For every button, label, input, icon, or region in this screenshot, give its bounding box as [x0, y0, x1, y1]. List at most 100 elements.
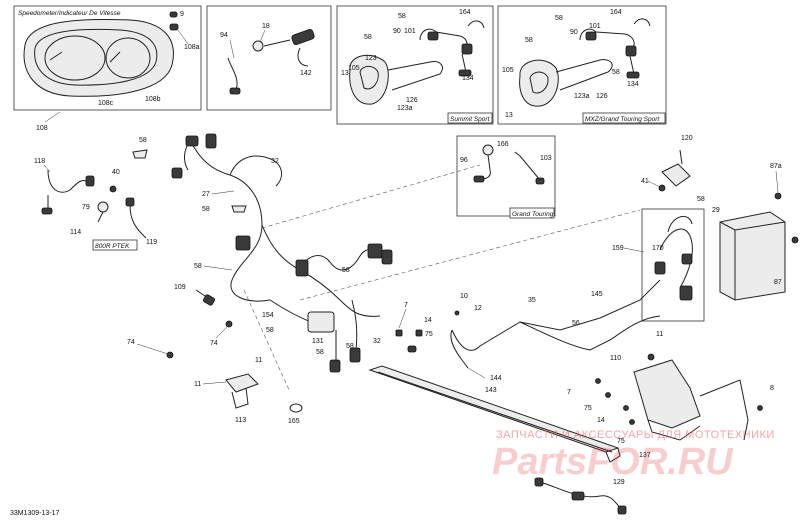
- grommet-58b-illustration: [231, 205, 247, 213]
- cap-165-illustration: [289, 403, 303, 413]
- callout-c58g: 58: [346, 343, 354, 350]
- watermark-logo: PartsFOR.RU: [492, 441, 734, 483]
- callout-m134: 134: [627, 81, 639, 88]
- callout-c56: 56: [572, 320, 580, 327]
- callout-c143: 143: [485, 387, 497, 394]
- switch-box: [206, 5, 332, 111]
- callout-g96: 96: [460, 157, 468, 164]
- callout-c32b: 32: [373, 338, 381, 345]
- callout-c154: 154: [262, 312, 274, 319]
- callout-s123: 123: [365, 55, 377, 62]
- callout-c74a: 74: [127, 339, 135, 346]
- callout-m101: 101: [589, 23, 601, 30]
- reference-line-1: [261, 164, 481, 229]
- mxz-handlebar-switch-illustration: [519, 18, 651, 107]
- callout-108c: 108c: [98, 100, 114, 107]
- callout-s164: 164: [459, 9, 471, 16]
- callout-c75b: 75: [584, 405, 592, 412]
- heat-strip-143-illustration: [368, 365, 621, 463]
- battery-illustration: [719, 192, 799, 301]
- callout-c87a: 87a: [770, 163, 782, 170]
- callout-s123a: 123a: [397, 105, 413, 112]
- callout-c131: 131: [312, 338, 324, 345]
- callout-c58r: 58: [697, 196, 705, 203]
- callout-94: 94: [220, 32, 228, 39]
- callout-c137: 137: [639, 452, 651, 459]
- callout-s58b: 58: [364, 34, 372, 41]
- nut-74a-illustration: [166, 351, 174, 359]
- ptek-label-frame: [92, 239, 138, 251]
- callout-c7a: 7: [404, 302, 408, 309]
- cable-129-illustration: [534, 477, 627, 515]
- callout-m13: 13: [505, 112, 513, 119]
- callout-c10: 10: [460, 293, 468, 300]
- watermark-line1: ЗАПЧАСТИ И АКСЕССУАРЫ ДЛЯ МОТОТЕХНИКИ: [496, 429, 775, 441]
- summit-box-label: Summit Sport: [450, 116, 491, 123]
- callout-c8: 8: [770, 385, 774, 392]
- connector-109-illustration: [195, 289, 215, 306]
- callout-9: 9: [180, 11, 184, 18]
- ptek-box-label: 800R PTEK: [95, 243, 130, 250]
- callout-c87: 87: [774, 279, 782, 286]
- callout-c12: 12: [474, 305, 482, 312]
- callout-c120: 120: [681, 135, 693, 142]
- callout-m123a: 123a: [574, 93, 590, 100]
- nut-74b-illustration: [225, 320, 233, 328]
- sensor-79-illustration: [97, 185, 147, 239]
- brake-switch-illustration: [227, 28, 315, 95]
- callout-m105: 105: [502, 67, 514, 74]
- mxz-label-frame: [582, 112, 666, 124]
- battery-harness-subbox: [641, 208, 705, 322]
- callout-c58f: 58: [316, 349, 324, 356]
- grand-touring-sensor-illustration: [473, 144, 545, 185]
- callout-s13: 13: [341, 70, 349, 77]
- callout-c118: 118: [34, 158, 45, 165]
- main-wiring-harness: [171, 133, 393, 373]
- callout-c58d: 58: [342, 267, 350, 274]
- callout-c113: 113: [235, 417, 246, 424]
- callout-c159: 159: [612, 245, 624, 252]
- callout-108b: 108b: [145, 96, 161, 103]
- callout-s58a: 58: [398, 13, 406, 20]
- grand-touring-label-frame: [509, 207, 555, 219]
- grand-touring-box-label: Grand Touring: [512, 211, 554, 218]
- reference-line-2: [243, 289, 291, 393]
- callout-c79: 79: [82, 204, 90, 211]
- callout-c29: 29: [712, 207, 720, 214]
- screw-10-illustration: [454, 310, 460, 316]
- callout-c14a: 14: [424, 317, 432, 324]
- callout-c119: 119: [146, 239, 157, 246]
- callout-c11c: 11: [656, 331, 663, 338]
- callout-108: 108: [36, 125, 48, 132]
- callout-s105: 105: [348, 65, 360, 72]
- callout-c27: 27: [202, 191, 210, 198]
- callout-m90: 90: [570, 29, 578, 36]
- callout-m58b: 58: [525, 37, 533, 44]
- callout-c170: 170: [652, 245, 664, 252]
- speedometer-gauge-illustration: [23, 11, 179, 97]
- sensor-118-illustration: [41, 169, 95, 215]
- callout-m58c: 58: [612, 69, 620, 76]
- callout-108a: 108a: [184, 44, 200, 51]
- callout-s126: 126: [406, 97, 418, 104]
- drawing-code: 33M1309-13-17: [10, 510, 60, 517]
- callout-c14b: 14: [597, 417, 605, 424]
- callout-c75a: 75: [425, 331, 433, 338]
- callout-c11a: 11: [194, 381, 201, 388]
- callout-142: 142: [300, 70, 312, 77]
- hardware-7-14-75-illustration: [395, 329, 423, 353]
- callout-m126: 126: [596, 93, 608, 100]
- callout-g166: 166: [497, 141, 509, 148]
- callout-s101: 101: [404, 28, 416, 35]
- callout-s134: 134: [462, 75, 474, 82]
- module-113-illustration: [225, 373, 259, 409]
- callout-c75c: 75: [617, 438, 625, 445]
- callout-c145: 145: [591, 291, 603, 298]
- callout-c109: 109: [174, 284, 186, 291]
- callout-c58a: 58: [139, 137, 147, 144]
- callout-c58b: 58: [202, 206, 210, 213]
- summit-handlebar-switch-illustration: [349, 20, 485, 105]
- bracket-137-illustration: [595, 353, 763, 441]
